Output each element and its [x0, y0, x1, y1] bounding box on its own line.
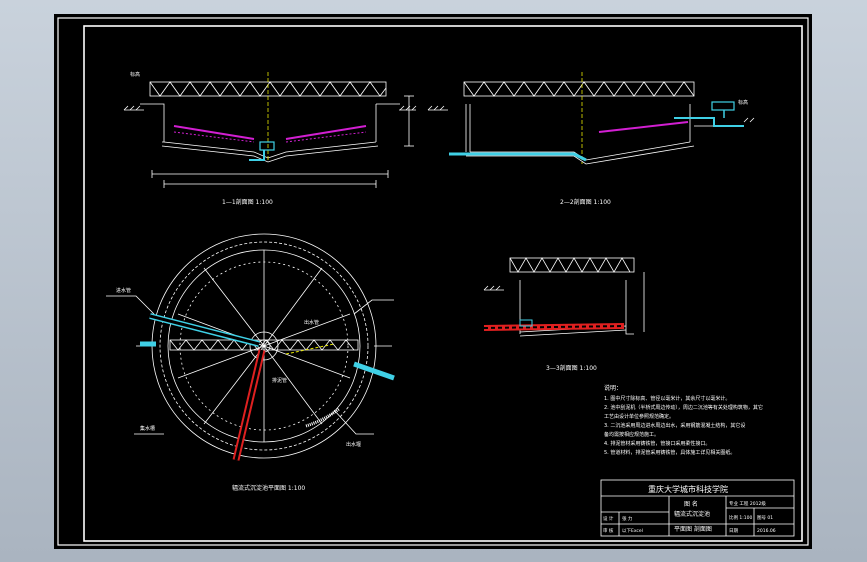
title-block-designer-label: 设 计 — [603, 515, 614, 522]
sheet-border — [57, 17, 809, 546]
title-block-number: 图号 01 — [757, 515, 773, 521]
note-line: 3. 二沉池采用周边进水周边出水，采用钢筋混凝土结构，其它设 — [604, 422, 745, 429]
plan-callout-inlet: 进水管 — [116, 287, 131, 294]
section-3-label: 3—3剖面图 1:100 — [546, 364, 597, 372]
notes-heading: 说明： — [604, 384, 622, 392]
plan-callout-weir: 出水堰 — [346, 441, 361, 448]
elevation-label-2: 标高 — [738, 99, 748, 106]
truss-web — [149, 81, 387, 97]
note-line: 5. 管道材料，排泥管采用铸铁管，具体施工详见相关图纸。 — [604, 449, 735, 456]
section-3-view — [483, 257, 645, 337]
plan-pipes — [140, 313, 395, 461]
section-1-label: 1—1剖面图 1:100 — [222, 198, 273, 206]
plan-callout-outlet: 出水管 — [304, 319, 319, 326]
elevation-label-1: 标高 — [130, 71, 140, 78]
plan-label: 辐流式沉淀池平面图 1:100 — [232, 484, 305, 492]
cad-viewport[interactable]: 1—1剖面图 1:100 标高 2—2剖面图 1:100 标高 — [54, 14, 812, 549]
notes-block: 说明： 1. 图中尺寸除标高、管径以毫米计，其余尺寸以毫米计。 2. 池中刮泥机… — [604, 384, 763, 456]
note-line: 2. 池中刮泥机（半桥式周边传动），周边二沉池等有关处理构筑物，其它 — [604, 404, 763, 411]
drawing-canvas: 1—1剖面图 1:100 标高 2—2剖面图 1:100 标高 — [57, 17, 809, 546]
title-block-name-header: 图 名 — [684, 500, 698, 508]
section-2-label: 2—2剖面图 1:100 — [560, 198, 611, 206]
section-1-colored — [173, 125, 367, 161]
section-2-view — [427, 72, 755, 165]
title-block-class: 专业 工程 2012级 — [729, 500, 766, 507]
title-block-school: 重庆大学城市科技学院 — [648, 484, 728, 494]
drawing-frame — [83, 25, 803, 542]
title-block-date-label: 日期 — [729, 528, 738, 534]
title-block-drawing-name-2: 平面图 剖面图 — [674, 525, 712, 533]
note-line: 工艺由设计单位参照规范确定。 — [604, 413, 674, 420]
plan-callout-channel: 集水槽 — [140, 425, 155, 432]
section-3-colored — [483, 319, 625, 331]
title-block-scale: 比例 1:100 — [729, 514, 753, 521]
title-block-designer: 张 力 — [622, 515, 633, 522]
note-line: 1. 图中尺寸除标高、管径以毫米计，其余尺寸以毫米计。 — [604, 395, 730, 402]
section-1-view — [123, 72, 417, 188]
note-line: 4. 排泥管材采用铸铁管，管接口采用柔性接口。 — [604, 440, 710, 447]
plan-view — [106, 233, 394, 459]
note-line: 备均需按相应规范施工。 — [604, 431, 659, 438]
plan-callout-sludge: 排泥管 — [272, 377, 287, 384]
title-block-drawing-name-1: 辐流式沉淀池 — [674, 510, 710, 518]
title-block — [600, 479, 795, 537]
title-block-reviewer-label: 审 核 — [603, 527, 614, 534]
title-block-reviewer: 以下Excel — [622, 528, 643, 534]
section-2-colored — [449, 101, 744, 162]
title-block-date: 2016.06 — [757, 528, 776, 534]
